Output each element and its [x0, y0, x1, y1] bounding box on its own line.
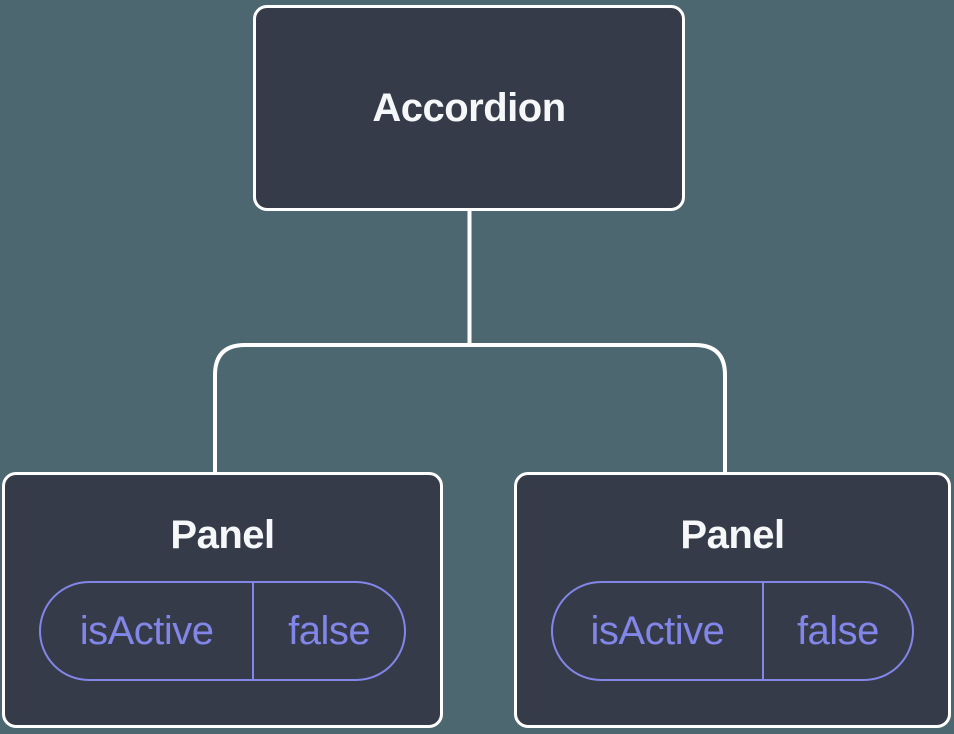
- state-value-label: false: [796, 608, 880, 653]
- state-key-label: isActive: [553, 583, 764, 679]
- panel-node-left: Panel isActive false: [2, 472, 443, 728]
- panel-node-label: Panel: [170, 513, 275, 557]
- panel-node-right: Panel isActive false: [514, 472, 951, 728]
- state-pill: isActive false: [39, 581, 406, 681]
- state-key-label: isActive: [41, 583, 255, 679]
- accordion-node-label: Accordion: [372, 86, 566, 130]
- state-pill: isActive false: [551, 581, 914, 681]
- connector-branch-bracket: [213, 343, 727, 474]
- state-value-label: false: [288, 608, 371, 653]
- accordion-node: Accordion: [253, 5, 685, 211]
- panel-node-label: Panel: [680, 513, 785, 557]
